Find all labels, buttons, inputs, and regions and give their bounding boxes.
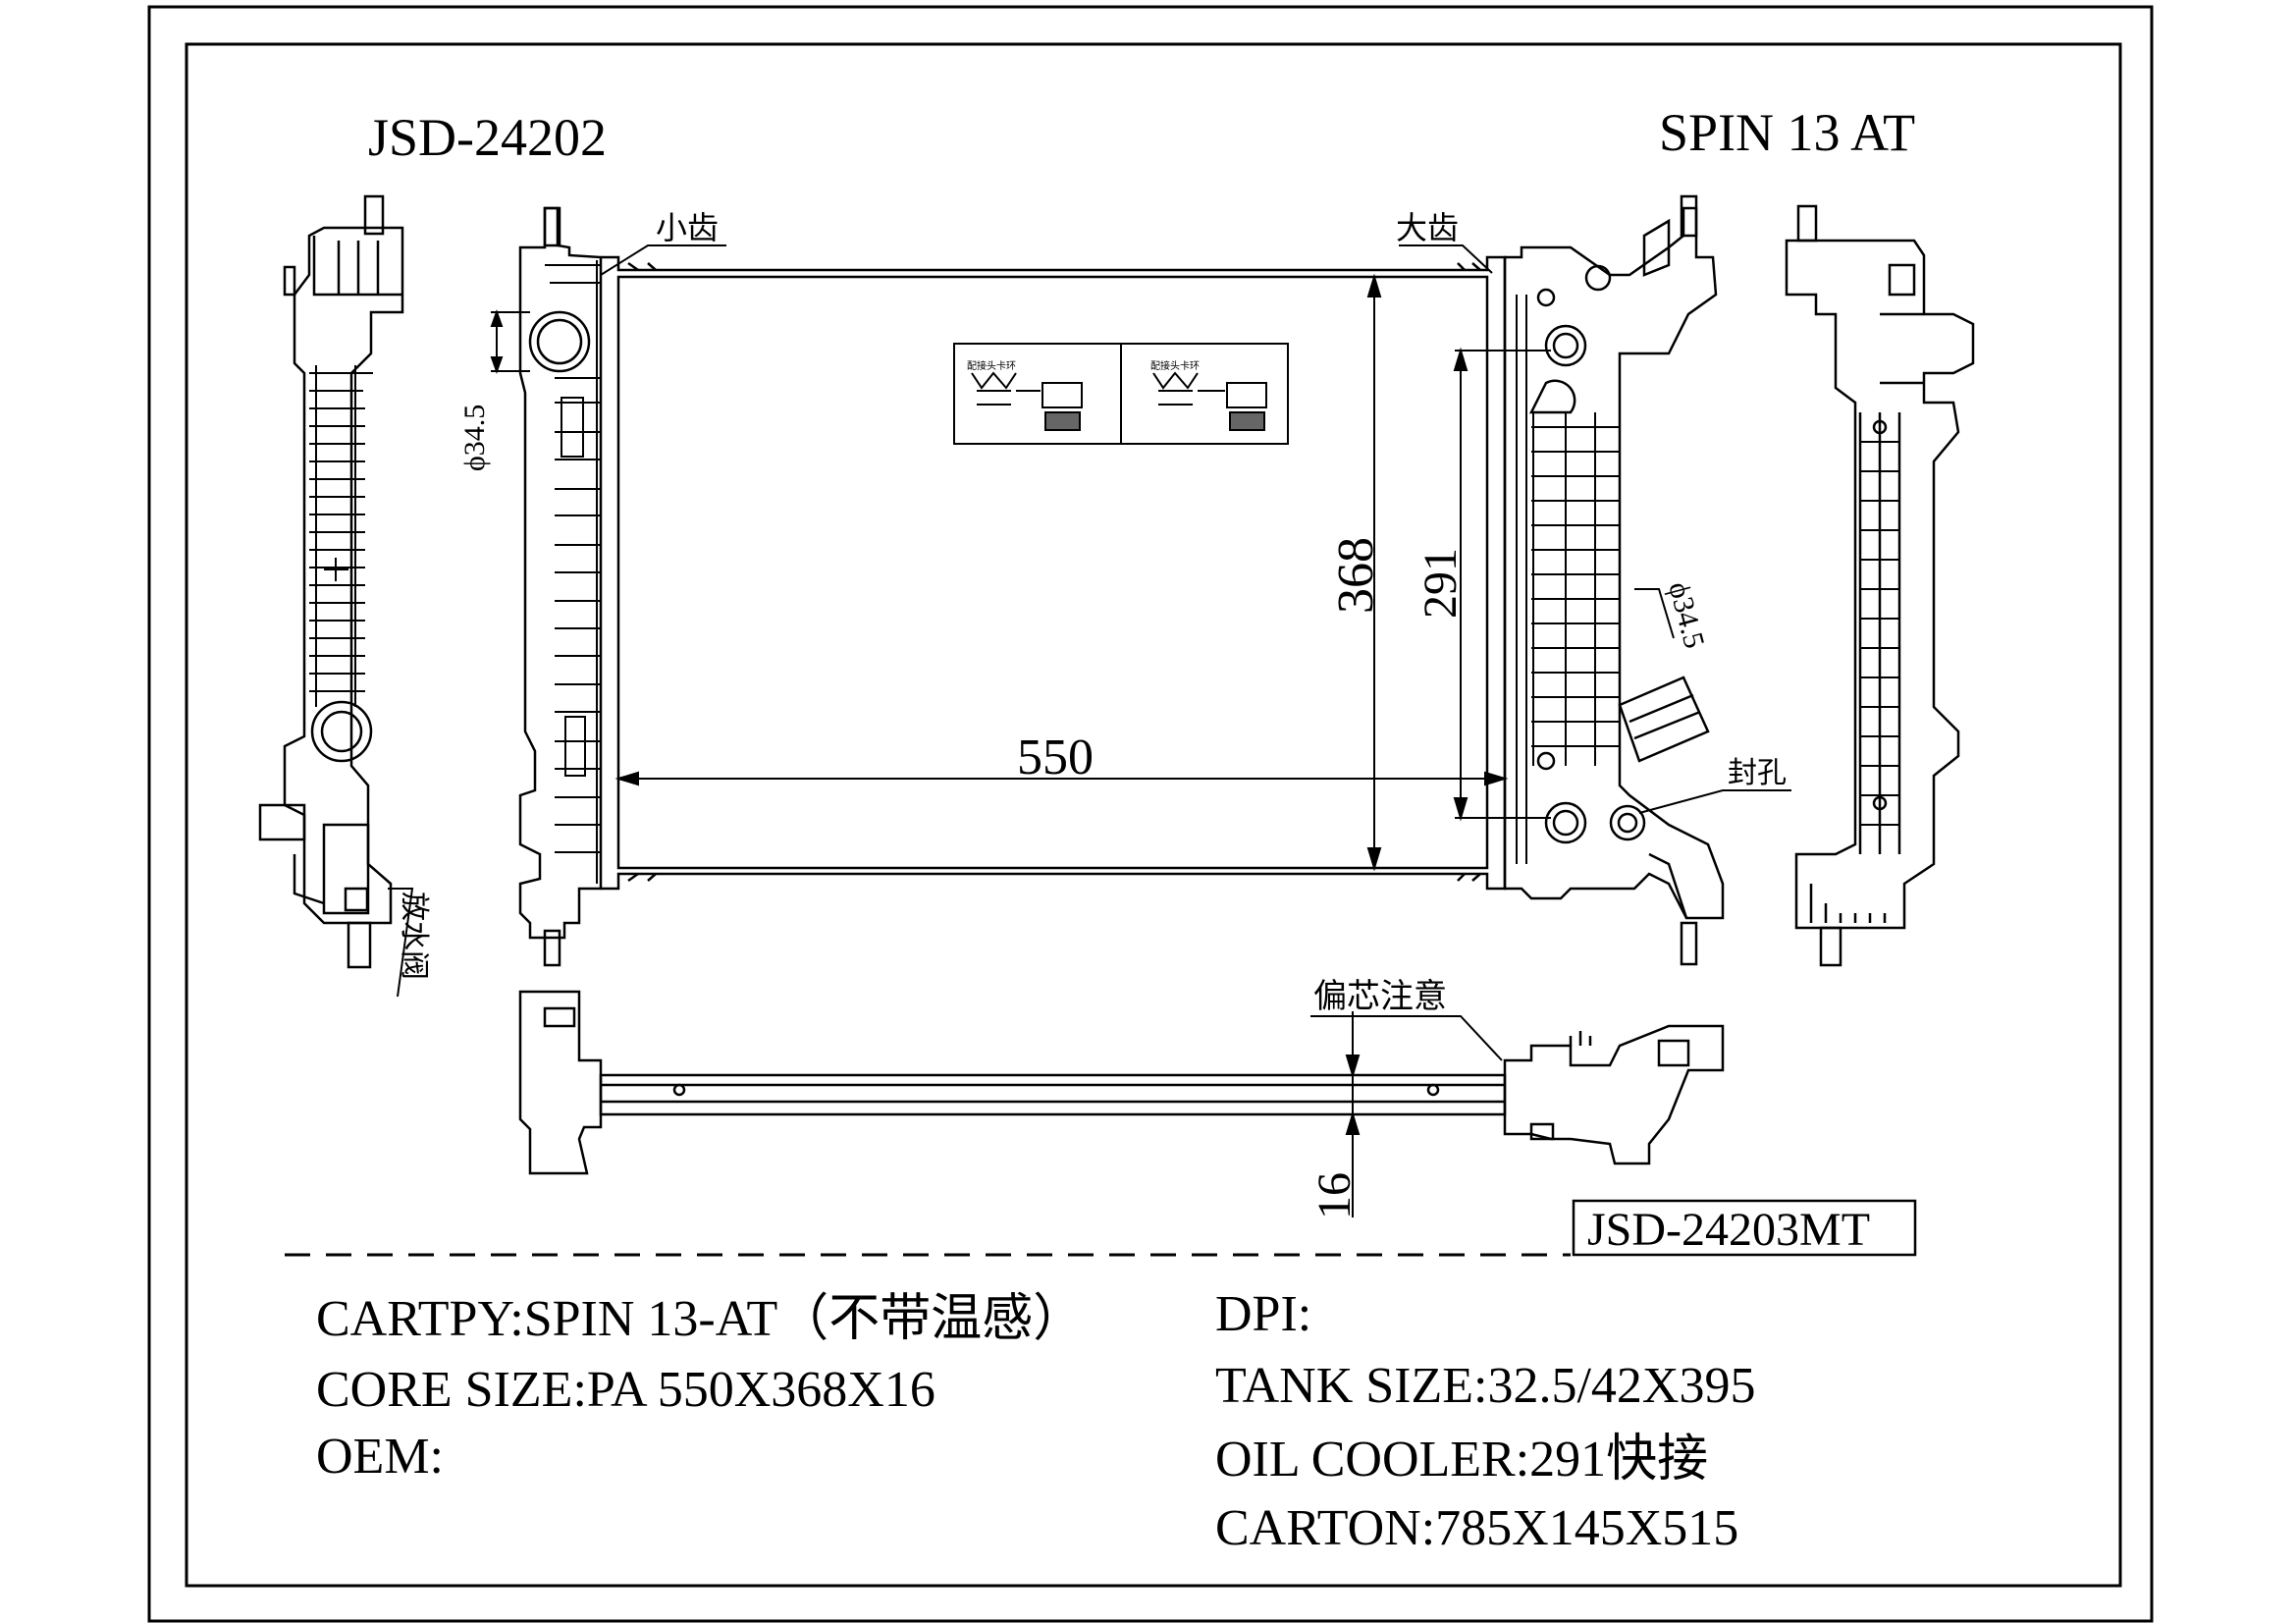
small-teeth-leader — [600, 244, 726, 276]
height-dimension — [1366, 273, 1382, 872]
height-value: 368 — [1328, 537, 1384, 614]
front-view — [518, 194, 1725, 967]
oil-cooler-dimension — [1453, 347, 1551, 822]
large-teeth-label: 大齿 — [1396, 210, 1459, 245]
inlet-dia-dimension — [490, 309, 530, 374]
spec-carton: CARTON:785X145X515 — [1215, 1500, 1738, 1556]
outlet-dia-value: ϕ34.5 — [1662, 578, 1711, 652]
offset-note-label: 偏芯注意 — [1313, 978, 1447, 1015]
oil-cooler-span-value: 291 — [1415, 548, 1467, 619]
top-view — [518, 990, 1725, 1175]
fitting-legend — [953, 343, 1289, 445]
sealed-hole-leader — [1638, 789, 1791, 814]
fitting-label-right: 配接头卡环 — [1150, 359, 1200, 372]
model-title: SPIN 13 AT — [1659, 103, 1915, 162]
outer-border — [147, 5, 2154, 1623]
left-side-view — [258, 194, 404, 969]
inner-border — [185, 42, 2122, 1588]
spec-tank-size: TANK SIZE:32.5/42X395 — [1215, 1358, 1755, 1414]
spec-cartpy: CARTPY:SPIN 13-AT（不带温感） — [316, 1291, 1084, 1347]
drain-valve-label: 放水阀 — [398, 892, 430, 980]
drain-valve-leader — [388, 888, 414, 998]
sealed-hole-label: 封孔 — [1728, 757, 1787, 789]
outlet-dia-dimension — [1634, 588, 1675, 639]
reference-box — [1572, 1199, 1917, 1257]
fitting-label-left: 配接头卡环 — [967, 359, 1016, 372]
spec-core-size: CORE SIZE:PA 550X368X16 — [316, 1362, 935, 1418]
spec-oil-cooler: OIL COOLER:291快接 — [1215, 1432, 1708, 1488]
width-dimension — [614, 771, 1509, 786]
reference-part-number: JSD-24203MT — [1587, 1204, 1870, 1256]
spec-dpi: DPI: — [1215, 1286, 1311, 1342]
core-thickness-value: 16 — [1308, 1172, 1361, 1219]
width-value: 550 — [1017, 730, 1094, 785]
spec-oem: OEM: — [316, 1429, 444, 1485]
right-side-view — [1785, 204, 1975, 967]
small-teeth-label: 小齿 — [656, 210, 719, 245]
core-thickness-dimension — [1310, 1011, 1503, 1217]
inlet-dia-value: ϕ34.5 — [458, 405, 491, 471]
large-teeth-leader — [1399, 244, 1493, 274]
part-number-title: JSD-24202 — [368, 108, 607, 167]
